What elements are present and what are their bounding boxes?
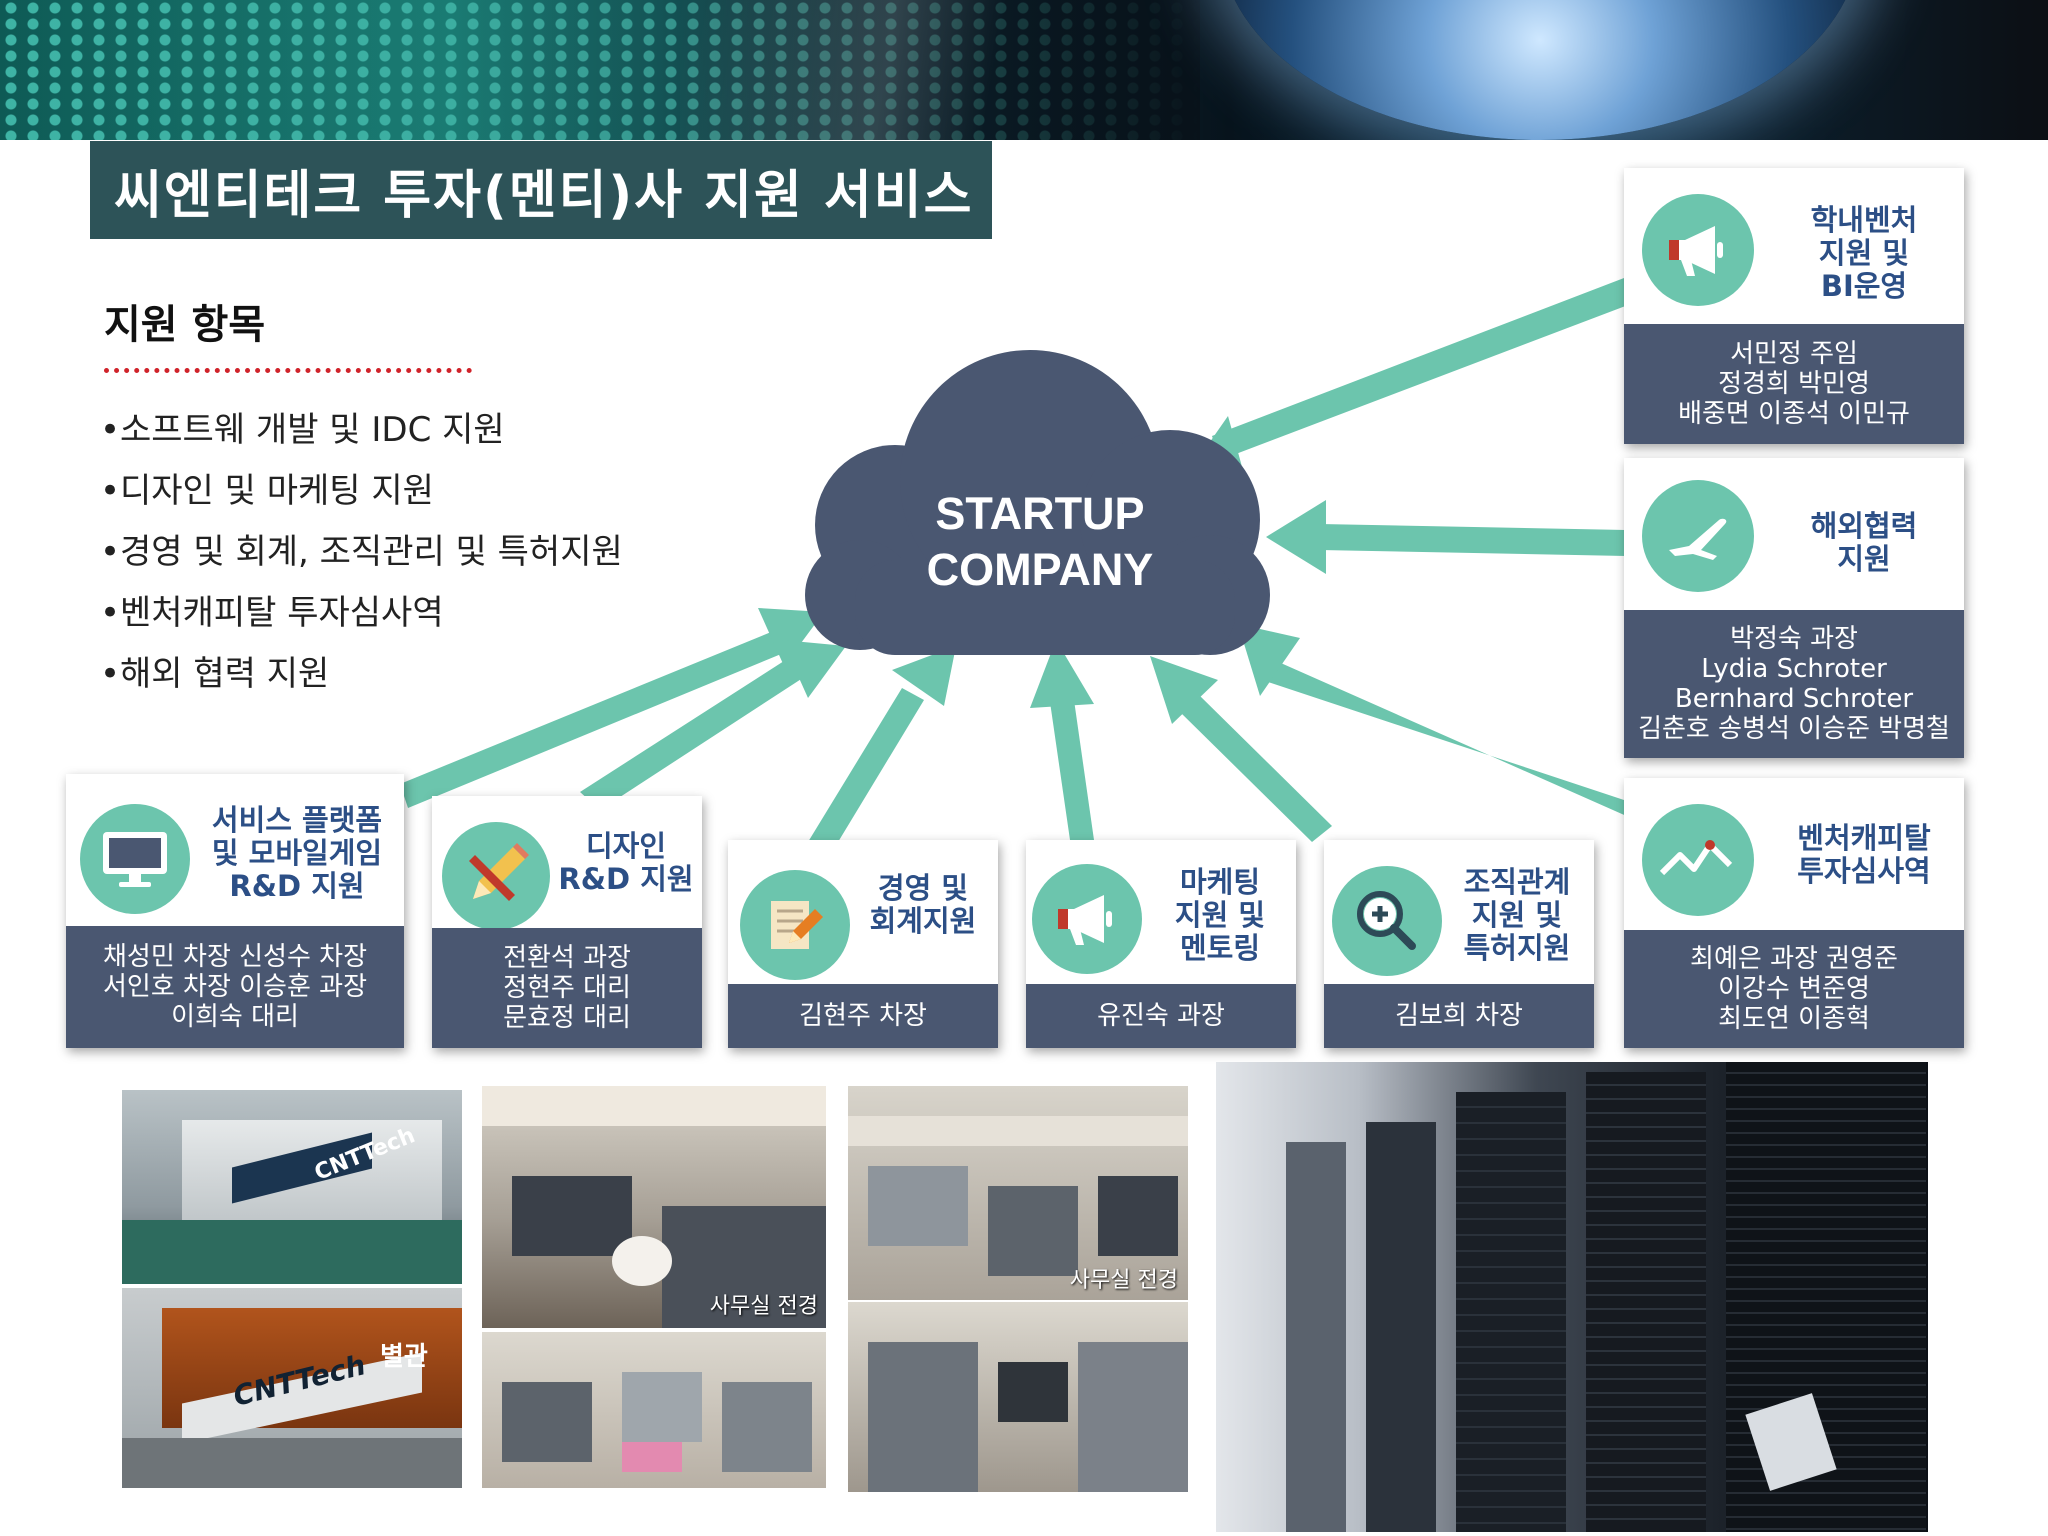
arrow-from-design (580, 640, 846, 810)
pencil-brush-icon (442, 822, 550, 930)
building-photo: CNTTech (122, 1090, 462, 1284)
magnifier-plus-icon (1332, 866, 1442, 976)
support-list-item: •소프트웨 개발 및 IDC 지원 (100, 410, 505, 450)
office-photo-3: 사무실 전경 (848, 1086, 1188, 1300)
banner-shade (0, 0, 1200, 140)
support-list-item: •경영 및 회계, 조직관리 및 특허지원 (100, 532, 623, 572)
arrow-from-overseas (1266, 500, 1626, 574)
monitor-icon (80, 804, 190, 914)
megaphone-icon (1642, 194, 1754, 306)
arrow-from-marketing (1030, 640, 1094, 840)
airplane-icon (1642, 480, 1754, 592)
arrow-from-org (1150, 656, 1332, 842)
cloud-label-line2: COMPANY (926, 544, 1154, 595)
support-list: •소프트웨 개발 및 IDC 지원 •디자인 및 마케팅 지원 •경영 및 회계… (100, 404, 623, 709)
dotted-divider (104, 368, 472, 373)
support-list-item: •해외 협력 지원 (100, 654, 330, 694)
banner-light-streak (680, 0, 1200, 140)
arrow-from-management (808, 646, 956, 852)
trend-line-icon (1642, 804, 1754, 916)
office-caption-1: 사무실 전경 (709, 1294, 818, 1319)
office-caption-2: 사무실 전경 (1069, 1268, 1178, 1293)
megaphone-icon (1032, 864, 1142, 974)
office-photo-2 (482, 1332, 826, 1488)
cloud-label: STARTUP COMPANY (840, 486, 1240, 598)
annex-label: 별관 (380, 1342, 428, 1372)
support-list-item: •디자인 및 마케팅 지원 (100, 471, 434, 511)
server-room-photo (1216, 1062, 1928, 1532)
card-names: 김보희 차장 (1324, 984, 1594, 1048)
cloud-label-line1: STARTUP (935, 488, 1145, 539)
office-photo-1: 사무실 전경 (482, 1086, 826, 1328)
annex-building-photo: CNTTech 별관 (122, 1288, 462, 1488)
document-pencil-icon (740, 870, 850, 980)
header-banner-image (0, 0, 2048, 140)
office-photo-4 (848, 1302, 1188, 1492)
card-names: 유진숙 과장 (1026, 984, 1296, 1048)
arrow-from-platform (400, 608, 824, 808)
support-heading: 지원 항목 (104, 302, 266, 348)
card-names: 김현주 차장 (728, 984, 998, 1048)
startup-cloud (805, 350, 1270, 655)
support-list-item: •벤처캐피탈 투자심사역 (100, 593, 444, 633)
arrow-from-vc (1238, 624, 1640, 822)
page-title-bar: 씨엔티테크 투자(멘티)사 지원 서비스 (90, 141, 992, 239)
page-title: 씨엔티테크 투자(멘티)사 지원 서비스 (114, 165, 974, 226)
